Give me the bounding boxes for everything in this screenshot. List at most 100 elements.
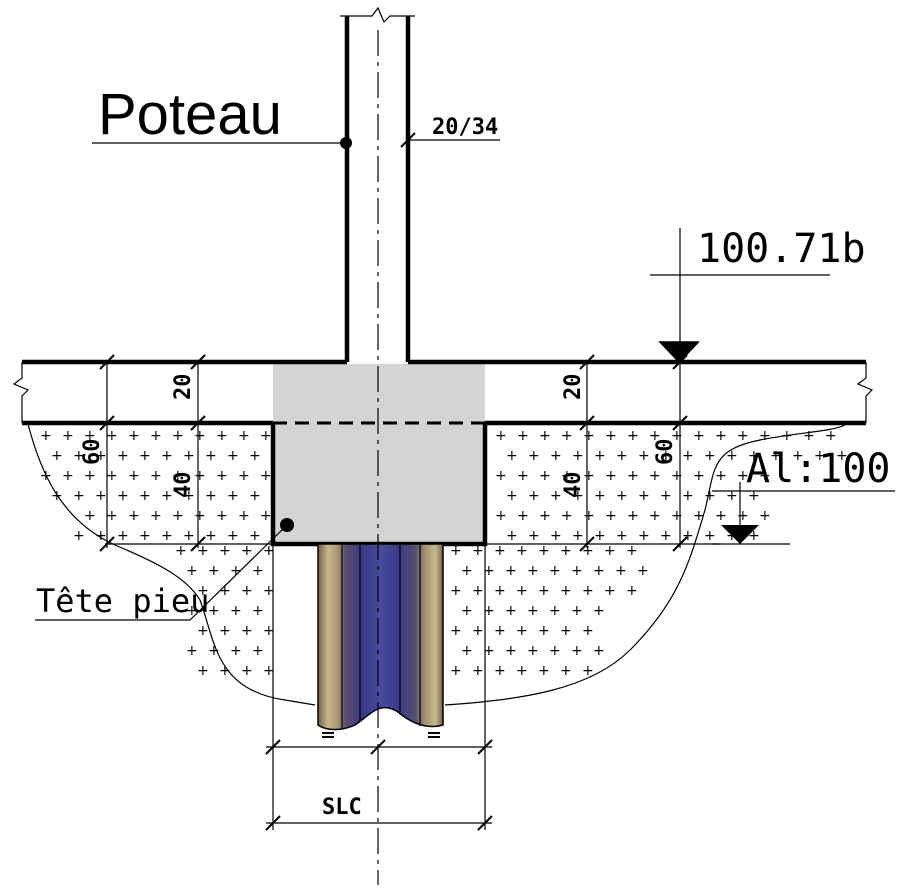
soil-hatch-mark: + (186, 643, 198, 659)
soil-hatch-mark: + (582, 583, 594, 599)
tete-pieu-label: Tête pieu (36, 582, 209, 620)
soil-hatch-mark: + (161, 488, 173, 504)
soil-hatch-mark: + (550, 528, 562, 544)
soil-hatch-mark: + (505, 603, 517, 619)
soil-hatch-mark: + (561, 428, 573, 444)
soil-hatch-mark: + (693, 508, 705, 524)
soil-hatch-mark: + (494, 623, 506, 639)
soil-hatch-mark: + (560, 623, 572, 639)
soil-hatch-mark: + (230, 643, 242, 659)
dim-slab-right: 20 (561, 374, 586, 401)
soil-hatch-mark: + (241, 663, 253, 679)
soil-hatch-mark: + (571, 603, 583, 619)
soil-hatch-mark: + (726, 448, 738, 464)
soil-hatch-mark: + (172, 468, 184, 484)
column-size-label: 20/34 (432, 115, 498, 140)
soil-hatch-mark: + (594, 488, 606, 504)
soil-hatch-mark: + (593, 603, 605, 619)
pile-body (317, 543, 444, 731)
soil-hatch-mark: + (737, 508, 749, 524)
soil-hatch-mark: + (682, 528, 694, 544)
tete-pieu-leader-dot (280, 518, 294, 532)
soil-hatch-mark: + (605, 468, 617, 484)
soil-hatch-mark: + (95, 528, 107, 544)
soil-hatch-mark: + (139, 488, 151, 504)
soil-hatch-mark: + (51, 448, 63, 464)
soil-hatch-mark: + (117, 448, 129, 464)
soil-hatch-mark: + (495, 468, 507, 484)
soil-hatch-mark: + (759, 468, 771, 484)
soil-hatch-mark: + (128, 428, 140, 444)
soil-hatch-mark: + (106, 428, 118, 444)
soil-hatch-mark: + (571, 643, 583, 659)
soil-hatch-mark: + (40, 428, 52, 444)
soil-hatch-mark: + (649, 428, 661, 444)
dim-tick (190, 415, 206, 431)
dim-tick (400, 132, 416, 148)
soil-hatch-mark: + (836, 448, 848, 464)
soil-hatch-mark: + (517, 428, 529, 444)
soil-hatch-mark: + (95, 488, 107, 504)
soil-hatch-mark: + (704, 448, 716, 464)
dim-soil-right-outer: 60 (653, 439, 678, 466)
soil-hatch-mark: + (726, 488, 738, 504)
soil-hatch-mark: + (450, 623, 462, 639)
dim-tick (190, 354, 206, 370)
soil-hatch-mark: + (627, 508, 639, 524)
soil-hatch-mark: + (527, 563, 539, 579)
soil-hatch-mark: + (582, 623, 594, 639)
soil-hatch-mark: + (506, 528, 518, 544)
soil-hatch-mark: + (117, 528, 129, 544)
soil-hatch-mark: + (40, 468, 52, 484)
soil-hatch-mark: + (792, 448, 804, 464)
soil-hatch-mark: + (249, 528, 261, 544)
dim-tick (579, 536, 595, 552)
soil-hatch-mark: + (260, 428, 272, 444)
soil-hatch-mark: + (450, 583, 462, 599)
soil-hatch-mark: + (748, 528, 760, 544)
soil-hatch-mark: + (517, 468, 529, 484)
soil-hatch-mark: + (604, 543, 616, 559)
soil-hatch-mark: + (626, 543, 638, 559)
soil-hatch-mark: + (260, 508, 272, 524)
soil-hatch-mark: + (106, 468, 118, 484)
soil-hatch-mark: + (241, 583, 253, 599)
dim-soil-left-inner: 40 (171, 472, 196, 499)
dim-tick (99, 536, 115, 552)
soil-hatch-mark: + (62, 468, 74, 484)
soil-hatch-mark: + (241, 623, 253, 639)
slab-break-left (12, 362, 30, 423)
soil-hatch-mark: + (693, 468, 705, 484)
level-al-label: Al:100.11 (746, 446, 900, 492)
soil-hatch-mark: + (539, 468, 551, 484)
dim-soil-right-inner: 40 (561, 472, 586, 499)
soil-hatch-mark: + (528, 488, 540, 504)
tete-pieu-leader (35, 525, 287, 621)
soil-hatch-mark: + (549, 563, 561, 579)
soil-hatch-mark: + (260, 468, 272, 484)
soil-hatch-mark: + (549, 643, 561, 659)
soil-hatch-mark: + (175, 543, 187, 559)
soil-hatch-mark: + (150, 468, 162, 484)
soil-hatch-mark: + (150, 508, 162, 524)
dim-tick (190, 536, 206, 552)
soil-hatch-mark: + (550, 488, 562, 504)
soil-hatch-mark: + (682, 488, 694, 504)
soil-hatch-mark: + (748, 488, 760, 504)
soil-hatch-mark: + (814, 448, 826, 464)
soil-hatch-mark: + (560, 543, 572, 559)
soil-hatch-mark: + (238, 468, 250, 484)
soil-hatch-mark: + (472, 543, 484, 559)
soil-hatch-mark: + (572, 448, 584, 464)
soil-hatch-mark: + (627, 428, 639, 444)
soil-hatch-mark: + (594, 528, 606, 544)
soil-hatch: + + + + + + + + + + + + + + + + + + + + + + + + + + + + + + + + + + + + + + + +… (40, 428, 848, 679)
soil-hatch-mark: + (238, 428, 250, 444)
soil-hatch-mark: + (227, 448, 239, 464)
soil-hatch-mark: + (483, 643, 495, 659)
soil-hatch-mark: + (483, 603, 495, 619)
soil-hatch-mark: + (216, 508, 228, 524)
soil-hatch-mark: + (571, 563, 583, 579)
soil-hatch-mark: + (671, 508, 683, 524)
